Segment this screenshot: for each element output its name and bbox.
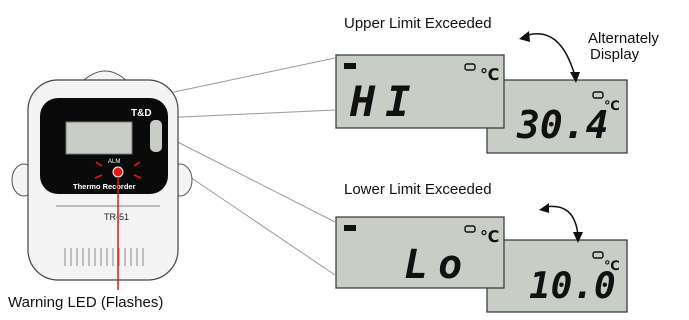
lcd-lower-back-value: 10.0 xyxy=(529,266,616,307)
battery-icon xyxy=(464,63,476,71)
device-led-label: ALM xyxy=(108,159,120,165)
lower-limit-label: Lower Limit Exceeded xyxy=(344,181,492,198)
battery-icon xyxy=(592,91,604,99)
lcd-upper-front: HI ℃ xyxy=(335,54,505,129)
upper-limit-label: Upper Limit Exceeded xyxy=(344,15,492,32)
lcd-lower-front-value: Lo xyxy=(404,242,472,288)
display-label: Display xyxy=(590,46,640,63)
battery-icon xyxy=(592,251,604,259)
device-side-window xyxy=(150,120,162,152)
rec-indicator-icon xyxy=(344,225,356,231)
connector-line-upper-a xyxy=(159,57,336,96)
device-screen xyxy=(65,121,133,155)
lcd-lower-back-unit: ℃ xyxy=(604,259,620,274)
lcd-lower-front: Lo ℃ xyxy=(335,216,505,289)
connector-line-upper-b xyxy=(159,109,336,119)
lcd-upper-back-value: 30.4 xyxy=(516,103,609,147)
device-illustration xyxy=(11,70,193,281)
alternately-label: Alternately xyxy=(588,30,659,47)
lcd-upper-back: 30.4 ℃ xyxy=(480,79,628,154)
device-product-name: Thermo Recorder xyxy=(73,182,136,191)
warning-led-icon xyxy=(112,166,124,178)
led-flash-rays-icon xyxy=(94,161,142,179)
lcd-lower-back: 10.0 ℃ xyxy=(480,239,628,313)
lcd-upper-front-value: HI xyxy=(349,77,421,126)
battery-icon xyxy=(464,225,476,233)
device-model: TR-51 xyxy=(104,212,129,222)
warning-led-label: Warning LED (Flashes) xyxy=(8,294,164,311)
connector-line-lower-a xyxy=(149,127,336,223)
lcd-lower-front-unit: ℃ xyxy=(480,227,499,246)
rec-indicator-icon xyxy=(344,63,356,69)
lcd-upper-front-unit: ℃ xyxy=(480,65,499,84)
device-brand: T&D xyxy=(131,108,152,119)
alternate-arrow-icon xyxy=(519,31,580,83)
lcd-upper-back-unit: ℃ xyxy=(604,99,620,114)
device-vent-slots xyxy=(64,248,144,266)
alternate-arrow-icon xyxy=(539,203,583,243)
